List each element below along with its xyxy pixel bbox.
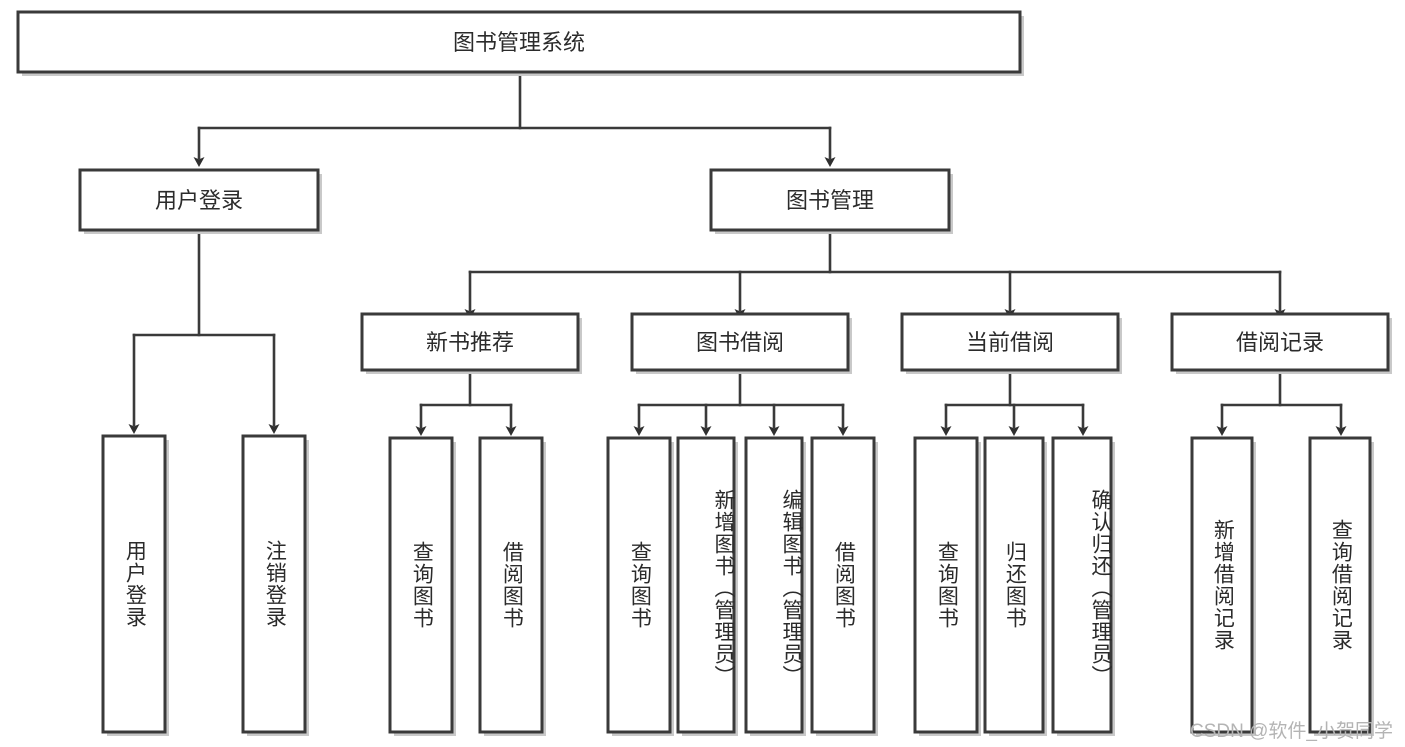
node-current-borrow-label: 当前借阅 <box>966 330 1054 355</box>
leaf-box <box>744 436 804 734</box>
leaf-box <box>388 436 454 734</box>
node-borrow-record[interactable]: 借阅记录 <box>1170 312 1392 374</box>
node-leaf-new-book-1[interactable] <box>388 436 456 736</box>
node-root[interactable]: 图书管理系统 <box>16 10 1024 76</box>
node-leaf-borrow-record-1[interactable] <box>1190 436 1256 736</box>
node-leaf-new-book-2[interactable] <box>478 436 546 736</box>
node-user-login[interactable]: 用户登录 <box>78 168 322 234</box>
node-book-manage[interactable]: 图书管理 <box>709 168 953 234</box>
node-leaf-user-login-1[interactable] <box>101 434 169 736</box>
node-leaf-current-borrow-3[interactable] <box>1051 436 1115 736</box>
leaf-box <box>676 436 736 734</box>
node-leaf-user-login-2[interactable] <box>241 434 309 736</box>
watermark: CSDN @软件_小贺同学 <box>1190 721 1393 742</box>
node-new-book-recommend[interactable]: 新书推荐 <box>360 312 582 374</box>
leaf-box <box>983 436 1045 734</box>
edges <box>128 70 1347 436</box>
node-root-box <box>16 10 1022 74</box>
leaf-box <box>1308 436 1372 734</box>
node-book-borrow-box <box>630 312 850 372</box>
node-leaf-borrow-record-2[interactable] <box>1308 436 1374 736</box>
node-book-borrow[interactable]: 图书借阅 <box>630 312 852 374</box>
node-leaf-book-borrow-2[interactable] <box>676 436 738 736</box>
node-user-login-box <box>78 168 320 232</box>
leaf-box <box>810 436 876 734</box>
node-current-borrow-box <box>900 312 1120 372</box>
node-current-borrow[interactable]: 当前借阅 <box>900 312 1122 374</box>
node-borrow-record-box <box>1170 312 1390 372</box>
node-book-manage-box <box>709 168 951 232</box>
leaf-box <box>101 434 167 734</box>
leaf-box <box>1190 436 1254 734</box>
leaf-box <box>913 436 979 734</box>
nodes: 图书管理系统 用户登录 图书管理 新书推荐 图书 <box>16 10 1392 736</box>
node-leaf-current-borrow-1[interactable] <box>913 436 981 736</box>
leaf-box <box>606 436 672 734</box>
node-book-manage-label: 图书管理 <box>786 188 874 213</box>
node-leaf-book-borrow-4[interactable] <box>810 436 878 736</box>
node-root-label: 图书管理系统 <box>453 30 585 55</box>
leaf-box <box>1051 436 1113 734</box>
node-leaf-book-borrow-3[interactable] <box>744 436 806 736</box>
node-leaf-book-borrow-1[interactable] <box>606 436 674 736</box>
node-new-book-recommend-box <box>360 312 580 372</box>
node-new-book-recommend-label: 新书推荐 <box>426 330 514 355</box>
node-borrow-record-label: 借阅记录 <box>1236 330 1324 355</box>
leaf-box <box>241 434 307 734</box>
node-leaf-current-borrow-2[interactable] <box>983 436 1047 736</box>
node-book-borrow-label: 图书借阅 <box>696 330 784 355</box>
node-user-login-label: 用户登录 <box>155 188 243 213</box>
leaf-box <box>478 436 544 734</box>
